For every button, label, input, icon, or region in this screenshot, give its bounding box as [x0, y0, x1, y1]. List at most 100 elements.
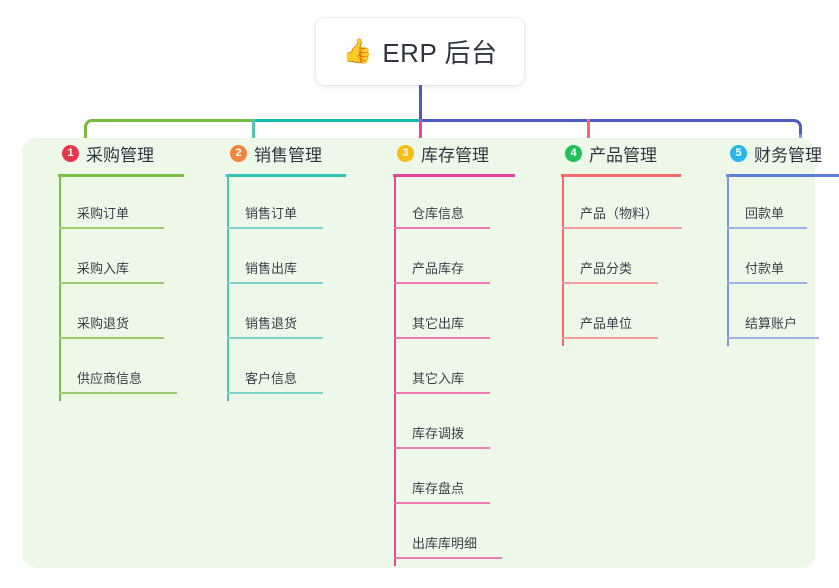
leaf-label: 产品单位 — [580, 316, 633, 331]
leaf-label: 产品（物料） — [580, 206, 659, 221]
branch-title-2: 销售管理 — [254, 145, 322, 165]
bus-corner-left — [84, 119, 102, 137]
leaf-rule — [227, 337, 323, 339]
leaf-rule — [59, 392, 177, 394]
branch-spine-2 — [227, 174, 229, 401]
branch-header-rule-1 — [58, 174, 184, 177]
leaf-rule — [727, 282, 807, 284]
branch-column-2: 2 销售管理 销售订单 销售出库 销售退货 客户信息 — [212, 138, 372, 401]
branch-header-4[interactable]: 4 产品管理 — [547, 138, 722, 168]
leaf-node[interactable]: 其它入库 — [394, 339, 490, 394]
leaf-rule — [562, 282, 658, 284]
root-node[interactable]: 👍 ERP 后台 — [316, 18, 524, 85]
branch-title-5: 财务管理 — [754, 145, 822, 165]
branch-title-4: 产品管理 — [589, 145, 657, 165]
leaf-rule — [227, 227, 323, 229]
leaf-rule — [227, 282, 323, 284]
leaf-rule — [727, 227, 807, 229]
leaf-rule — [562, 227, 682, 229]
leaf-label: 其它入库 — [412, 371, 465, 386]
leaf-label: 其它出库 — [412, 316, 465, 331]
leaf-node[interactable]: 产品单位 — [562, 284, 658, 339]
leaf-label: 仓库信息 — [412, 206, 465, 221]
leaf-node[interactable]: 出库库明细 — [394, 504, 502, 559]
leaf-node[interactable]: 销售订单 — [227, 174, 323, 229]
leaf-node[interactable]: 库存盘点 — [394, 449, 490, 504]
leaf-rule — [394, 392, 490, 394]
bus-segment-teal — [253, 119, 420, 122]
bus-segment-green — [93, 119, 253, 122]
leaf-label: 采购订单 — [77, 206, 130, 221]
leaf-node[interactable]: 客户信息 — [227, 339, 323, 394]
diagram-panel: 1 采购管理 采购订单 采购入库 采购退货 供应商信息 — [22, 138, 839, 568]
leaf-rule — [727, 337, 819, 339]
leaf-node[interactable]: 回款单 — [727, 174, 807, 229]
branch-header-rule-5 — [726, 174, 839, 177]
branch-badge-1: 1 — [62, 144, 79, 162]
leaf-node[interactable]: 供应商信息 — [59, 339, 177, 394]
branch-title-1: 采购管理 — [86, 145, 154, 165]
leaf-label: 结算账户 — [745, 316, 798, 331]
branch-column-5: 5 财务管理 回款单 付款单 结算账户 — [712, 138, 839, 346]
leaf-node[interactable]: 产品（物料） — [562, 174, 682, 229]
leaf-node[interactable]: 付款单 — [727, 229, 807, 284]
leaf-node[interactable]: 销售出库 — [227, 229, 323, 284]
branch-badge-4: 4 — [565, 144, 582, 162]
branch-header-rule-4 — [561, 174, 681, 177]
leaf-label: 供应商信息 — [77, 371, 143, 386]
leaf-rule — [394, 502, 490, 504]
branch-header-1[interactable]: 1 采购管理 — [44, 138, 204, 168]
leaf-rule — [394, 337, 490, 339]
leaf-label: 库存盘点 — [412, 481, 465, 496]
leaf-label: 销售退货 — [245, 316, 298, 331]
leaf-node[interactable]: 仓库信息 — [394, 174, 490, 229]
leaf-node[interactable]: 采购退货 — [59, 284, 164, 339]
thumbs-up-icon: 👍 — [342, 37, 373, 65]
leaf-label: 采购入库 — [77, 261, 130, 276]
leaf-label: 产品库存 — [412, 261, 465, 276]
leaf-label: 库存调拨 — [412, 426, 465, 441]
leaf-node[interactable]: 产品分类 — [562, 229, 658, 284]
leaf-label: 销售订单 — [245, 206, 298, 221]
leaf-node[interactable]: 销售退货 — [227, 284, 323, 339]
leaf-label: 回款单 — [745, 206, 785, 221]
branch-column-1: 1 采购管理 采购订单 采购入库 采购退货 供应商信息 — [44, 138, 204, 401]
leaf-rule — [227, 392, 323, 394]
root-node-label: ERP 后台 — [382, 38, 498, 68]
leaf-label: 采购退货 — [77, 316, 130, 331]
leaf-node[interactable]: 结算账户 — [727, 284, 819, 339]
leaf-rule — [59, 227, 164, 229]
leaf-node[interactable]: 产品库存 — [394, 229, 490, 284]
leaf-rule — [59, 337, 164, 339]
branch-spine-5 — [727, 174, 729, 346]
branch-spine-3 — [394, 174, 396, 566]
branch-badge-2: 2 — [230, 144, 247, 162]
branch-header-rule-2 — [226, 174, 346, 177]
branch-badge-5: 5 — [730, 144, 747, 162]
branch-column-4: 4 产品管理 产品（物料） 产品分类 产品单位 — [547, 138, 722, 346]
leaf-label: 付款单 — [745, 261, 785, 276]
leaf-label: 客户信息 — [245, 371, 298, 386]
leaf-rule — [394, 282, 490, 284]
leaf-rule — [59, 282, 164, 284]
leaf-node[interactable]: 库存调拨 — [394, 394, 490, 449]
branch-spine-1 — [59, 174, 61, 401]
leaf-rule — [394, 557, 502, 559]
leaf-rule — [562, 337, 658, 339]
leaf-node[interactable]: 其它出库 — [394, 284, 490, 339]
bus-corner-right — [784, 119, 802, 137]
branch-title-3: 库存管理 — [421, 145, 489, 165]
leaf-label: 销售出库 — [245, 261, 298, 276]
branch-header-2[interactable]: 2 销售管理 — [212, 138, 372, 168]
branch-spine-4 — [562, 174, 564, 346]
leaf-rule — [394, 447, 490, 449]
root-stem-connector — [419, 85, 422, 121]
branch-header-5[interactable]: 5 财务管理 — [712, 138, 839, 168]
leaf-label: 产品分类 — [580, 261, 633, 276]
leaf-rule — [394, 227, 490, 229]
bus-segment-blue — [420, 119, 793, 122]
leaf-node[interactable]: 采购入库 — [59, 229, 164, 284]
leaf-node[interactable]: 采购订单 — [59, 174, 164, 229]
branch-header-3[interactable]: 3 库存管理 — [379, 138, 549, 168]
